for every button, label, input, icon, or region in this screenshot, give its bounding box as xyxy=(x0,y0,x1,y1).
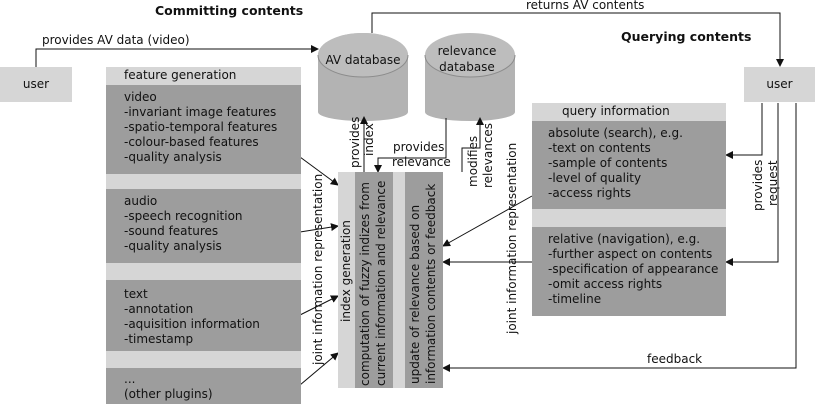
text-line: -timestamp xyxy=(124,332,194,346)
arrow-provides-relevance xyxy=(374,118,447,173)
video-line: -colour-based features xyxy=(124,135,259,149)
relevance-update-line-2: information contents or feedback xyxy=(424,183,438,384)
absolute-line: absolute (search), e.g. xyxy=(548,126,683,140)
absolute-line: -level of quality xyxy=(548,171,642,185)
audio-line: -speech recognition xyxy=(124,209,243,223)
left-user-box: user xyxy=(0,67,72,102)
query-information-title: query information xyxy=(562,104,670,118)
arrow-text-to-index xyxy=(299,295,339,316)
fuzzy-index-line-2: current information and relevance xyxy=(374,180,388,386)
plugins-line: ... xyxy=(124,372,136,386)
joint-information-right-label: joint information representation xyxy=(505,142,519,334)
audio-line: -sound features xyxy=(124,224,219,238)
arrow-provides-av-data xyxy=(35,45,319,67)
modifies-relevances-label-1: modifies xyxy=(466,135,480,187)
relevance-database-label-2: database xyxy=(439,60,495,74)
returns-av-contents-label: returns AV contents xyxy=(526,0,645,12)
provides-request-label-1: provides xyxy=(751,159,765,211)
relative-navigation-box: relative (navigation), e.g. -further asp… xyxy=(532,227,726,316)
left-user-label: user xyxy=(22,77,50,91)
provides-av-data-label: provides AV data (video) xyxy=(42,33,190,47)
arrow-plugins-to-index xyxy=(299,352,339,386)
absolute-line: -sample of contents xyxy=(548,156,668,170)
arrow-audio-to-index xyxy=(299,223,339,233)
audio-line: audio xyxy=(124,194,158,208)
provides-request-label-2: request xyxy=(766,160,780,206)
absolute-line: -text on contents xyxy=(548,141,651,155)
video-line: -invariant image features xyxy=(124,105,277,119)
relative-line: -timeline xyxy=(548,292,602,306)
arrow-request-absolute xyxy=(725,103,763,159)
relative-line: -omit access rights xyxy=(548,277,663,291)
arrow-video-to-index xyxy=(299,156,339,186)
text-line: -aquisition information xyxy=(124,317,260,331)
arrow-request-relative xyxy=(725,103,779,266)
provides-index-label-2: index xyxy=(362,123,376,156)
relevance-update-box xyxy=(405,172,443,388)
other-plugins-box: ... (other plugins) xyxy=(106,368,301,404)
plugins-line: (other plugins) xyxy=(124,387,213,401)
text-line: text xyxy=(124,287,148,301)
feedback-label: feedback xyxy=(647,352,703,366)
av-database-label: AV database xyxy=(325,53,400,67)
relative-line: relative (navigation), e.g. xyxy=(548,232,701,246)
video-line: video xyxy=(124,90,157,104)
feature-generation-title: feature generation xyxy=(124,68,237,82)
relevance-update-line-1: update of relevance based on xyxy=(408,204,422,384)
relevance-database-label-1: relevance xyxy=(438,44,497,58)
fuzzy-index-line-1: computation of fuzzy indizes from xyxy=(358,182,372,386)
querying-contents-heading: Querying contents xyxy=(621,29,752,44)
absolute-line: -access rights xyxy=(548,186,632,200)
joint-information-left-label: joint information representation xyxy=(311,173,325,365)
arrow-returns-av-contents xyxy=(371,12,784,67)
text-line: -annotation xyxy=(124,302,194,316)
right-user-box: user xyxy=(744,67,815,102)
absolute-search-box: absolute (search), e.g. -text on content… xyxy=(532,121,726,209)
arrow-feedback xyxy=(442,103,797,372)
video-features-box: video -invariant image features -spatio-… xyxy=(106,85,301,174)
provides-index-label-1: provides xyxy=(348,116,362,168)
video-line: -spatio-temporal features xyxy=(124,120,278,134)
index-generation-title: index generation xyxy=(339,220,353,322)
video-line: -quality analysis xyxy=(124,150,222,164)
av-database-cylinder: AV database xyxy=(317,33,409,121)
relevance-database-cylinder: relevance database xyxy=(424,33,516,121)
relative-line: -further aspect on contents xyxy=(548,247,713,261)
audio-line: -quality analysis xyxy=(124,239,222,253)
provides-relevance-label-2: relevance xyxy=(392,155,451,169)
provides-relevance-label-1: provides xyxy=(393,140,445,154)
text-features-box: text -annotation -aquisition information… xyxy=(106,280,301,351)
right-user-label: user xyxy=(766,77,793,91)
relative-line: -specification of appearance xyxy=(548,262,719,276)
fuzzy-index-computation-box xyxy=(355,172,393,388)
audio-features-box: audio -speech recognition -sound feature… xyxy=(106,189,301,263)
committing-contents-heading: Committing contents xyxy=(155,3,304,18)
arrow-absolute-to-update xyxy=(442,195,533,247)
arrow-modifies-relevances xyxy=(461,117,484,172)
modifies-relevances-label-2: relevances xyxy=(481,122,495,188)
